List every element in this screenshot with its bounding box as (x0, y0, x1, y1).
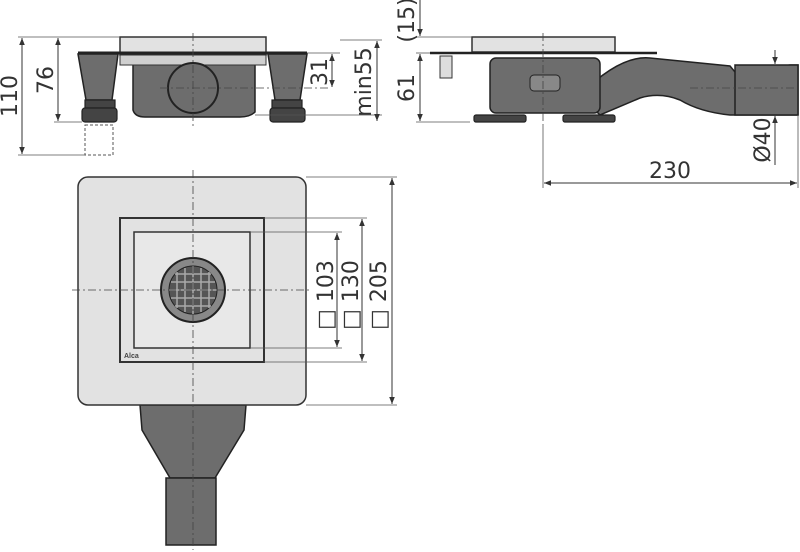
dim-205: □ 205 (367, 260, 392, 330)
front-view: 110 76 31 min55 (0, 33, 382, 156)
top-view: Alca □ 103 □ 130 □ 205 (72, 170, 397, 550)
dim-76: 76 (34, 66, 59, 94)
alca-logo: Alca (124, 353, 139, 360)
side-top-plate (471, 36, 616, 53)
dim-31: 31 (308, 58, 333, 86)
dim-130: □ 130 (339, 260, 364, 330)
right-foot (267, 53, 308, 101)
dim-103: □ 103 (314, 260, 339, 330)
dim-min55: min55 (352, 47, 377, 116)
pipe-end (734, 64, 799, 116)
bolt (439, 55, 453, 79)
dim-110: 110 (0, 75, 23, 117)
dim-15: (15) (395, 0, 420, 43)
dim-61: 61 (395, 74, 420, 102)
left-foot (77, 53, 119, 101)
outlet-pipe-top (165, 477, 217, 546)
dim-d40: Ø40 (751, 117, 776, 162)
side-view: (15) 61 Ø40 230 (395, 0, 799, 188)
dim-230: 230 (649, 159, 691, 184)
extension-foot (84, 124, 114, 156)
